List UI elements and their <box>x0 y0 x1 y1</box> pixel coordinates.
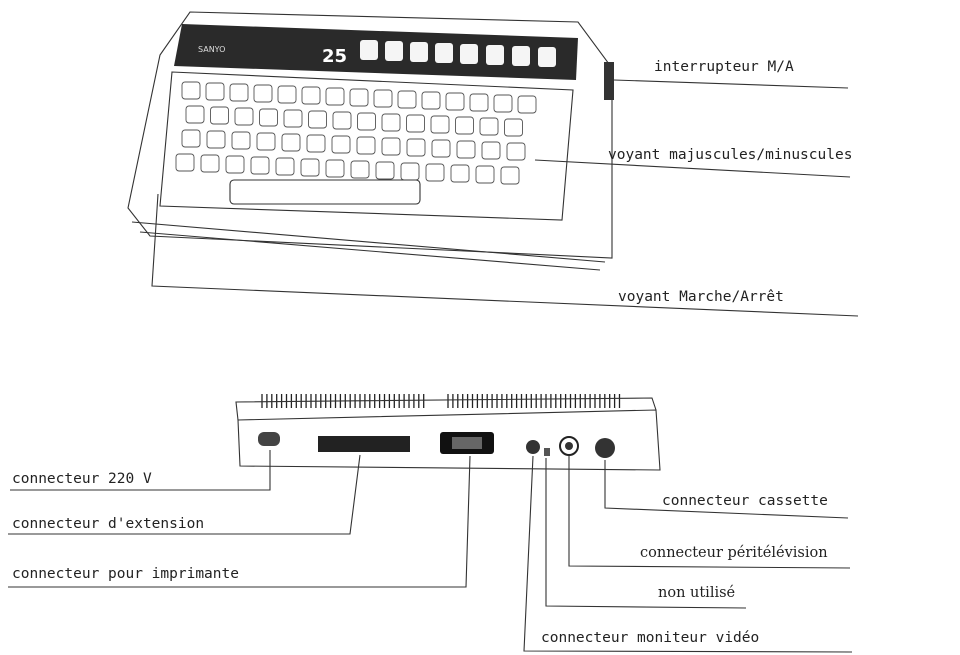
label-power-connector: connecteur 220 V <box>12 471 152 487</box>
keyboard-key <box>206 130 226 149</box>
keyboard-key <box>283 109 303 128</box>
keyboard-key <box>475 165 495 184</box>
keyboard-key <box>256 132 276 151</box>
keyboard-key <box>431 139 451 158</box>
power-switch <box>604 62 614 100</box>
keyboard-key <box>210 106 229 125</box>
keyboard-key <box>381 113 401 132</box>
keyboard-key <box>205 82 225 101</box>
keyboard-key <box>425 163 445 182</box>
keyboard-key <box>406 138 426 157</box>
keyboard-key <box>231 131 251 150</box>
keyboard-key <box>400 162 420 181</box>
label-power-switch: interrupteur M/A <box>654 59 794 75</box>
label-cassette-connector: connecteur cassette <box>662 493 828 509</box>
keyboard-key <box>181 81 201 100</box>
keyboard-key <box>181 129 201 148</box>
keyboard-key <box>225 155 245 174</box>
keyboard-key <box>277 85 297 104</box>
model-number: 25 <box>322 46 347 67</box>
keyboard-key <box>430 115 450 134</box>
label-extension-connector: connecteur d'extension <box>12 516 204 532</box>
keyboard-key <box>479 117 499 136</box>
keyboard-key <box>373 89 393 108</box>
display-blocks <box>360 40 556 67</box>
keyboard-key <box>481 141 501 160</box>
extension-connector <box>318 436 410 452</box>
keyboard-key <box>185 105 205 124</box>
keyboard-key <box>500 166 520 185</box>
keyboard-key <box>517 95 537 114</box>
keyboard-key <box>455 116 474 135</box>
keyboard-key <box>504 118 523 137</box>
keyboard-key <box>306 134 326 153</box>
keyboard-key <box>456 140 476 159</box>
keyboard-key <box>175 153 195 172</box>
brand-logo: SANYO <box>198 45 225 54</box>
unused-port <box>544 448 550 456</box>
keyboard-keys <box>175 81 537 185</box>
computer-rear-view <box>8 394 853 653</box>
power-connector <box>258 432 280 446</box>
computer-top-view: SANYO 25 <box>127 11 859 317</box>
keyboard-key <box>275 157 295 176</box>
keyboard-key <box>300 158 320 177</box>
keyboard-key <box>331 135 351 154</box>
keyboard-key <box>200 154 220 173</box>
keyboard-key <box>229 83 249 102</box>
keyboard-key <box>381 137 401 156</box>
keyboard-key <box>445 92 465 111</box>
keyboard-key <box>450 164 470 183</box>
cassette-connector <box>595 438 615 458</box>
keyboard-key <box>375 161 395 180</box>
label-printer-connector: connecteur pour imprimante <box>12 566 239 582</box>
keyboard-key <box>259 108 278 127</box>
keyboard-key <box>325 159 345 178</box>
video-monitor-connector <box>526 440 540 454</box>
keyboard-key <box>469 93 489 112</box>
label-caps-led: voyant majuscules/minuscules <box>608 147 852 163</box>
keyboard-key <box>350 160 370 179</box>
keyboard-key <box>406 114 425 133</box>
keyboard-key <box>234 107 254 126</box>
keyboard-key <box>506 142 526 161</box>
keyboard-key <box>357 112 376 131</box>
space-bar <box>229 179 421 205</box>
label-unused: non utilisé <box>658 585 735 601</box>
keyboard-key <box>308 110 327 129</box>
keyboard-key <box>421 91 441 110</box>
label-video-monitor-connector: connecteur moniteur vidéo <box>541 630 759 646</box>
keyboard-key <box>253 84 273 103</box>
label-power-led: voyant Marche/Arrêt <box>618 289 784 305</box>
keyboard-key <box>301 86 321 105</box>
keyboard-key <box>325 87 345 106</box>
keyboard-key <box>493 94 513 113</box>
keyboard-key <box>349 88 369 107</box>
label-scart-connector: connecteur péritélévision <box>640 545 828 561</box>
keyboard-key <box>332 111 352 130</box>
keyboard-key <box>356 136 376 155</box>
keyboard-key <box>397 90 417 109</box>
keyboard-key <box>281 133 301 152</box>
keyboard-key <box>250 156 270 175</box>
